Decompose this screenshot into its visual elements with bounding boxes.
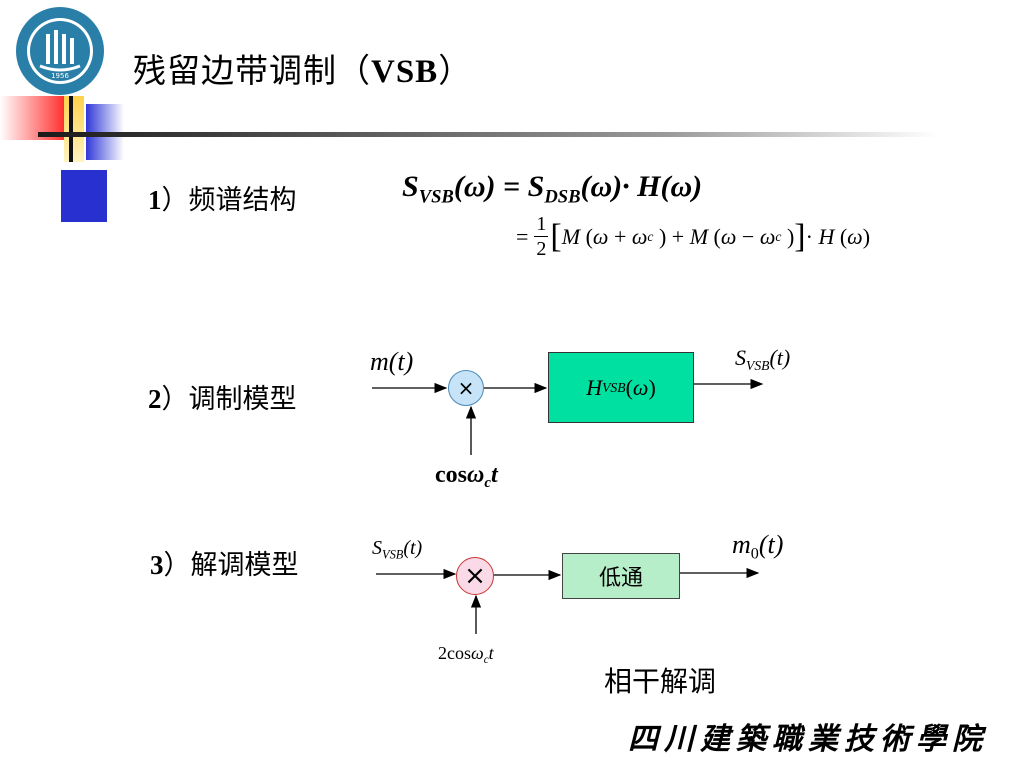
title-latin: VSB <box>371 54 439 90</box>
mod-multiplier-symbol: × <box>457 376 475 400</box>
school-logo: 1956 <box>16 7 104 95</box>
title-close: ） <box>438 51 473 90</box>
section-2-num: 2 <box>148 384 162 414</box>
demod-carrier-label: 2cosωct <box>438 643 494 666</box>
section-2-label: 2）调制模型 <box>148 377 297 416</box>
section-3-label: 3）解调模型 <box>150 543 299 582</box>
mod-carrier-label: cosωct <box>435 462 498 492</box>
mod-output-label: SVSB(t) <box>735 345 791 373</box>
section-3-num: 3 <box>150 550 164 580</box>
coherent-demod-note: 相干解调 <box>604 665 717 698</box>
demod-input-label: SVSB(t) <box>372 537 423 562</box>
demod-multiplier: × <box>456 557 494 595</box>
deco-vertical-line <box>69 96 73 162</box>
section-3-text: ）解调模型 <box>163 550 299 581</box>
mod-input-label: m(t) <box>370 347 414 376</box>
slide-title: 残留边带调制（VSB） <box>133 44 472 92</box>
mod-multiplier: × <box>448 370 484 406</box>
section-1-num: 1 <box>148 185 162 215</box>
school-name: 四川建築職業技術學院 <box>628 722 988 757</box>
title-chinese: 残留边带调制（ <box>133 51 371 90</box>
lowpass-block: 低通 <box>562 553 680 599</box>
header-decoration <box>0 96 938 222</box>
section-2-text: ）调制模型 <box>161 384 297 415</box>
section-1-label: 1）频谱结构 <box>148 178 297 217</box>
deco-blue-block <box>61 170 107 222</box>
formula-line-1: SVSB(ω) = SDSB(ω)· H(ω) <box>402 170 703 208</box>
header-rule <box>38 132 938 137</box>
section-1-text: ）频谱结构 <box>161 185 297 216</box>
demod-multiplier-symbol: × <box>464 561 486 591</box>
logo-year: 1956 <box>51 72 69 80</box>
lowpass-label: 低通 <box>598 566 643 591</box>
demod-output-label: m0(t) <box>732 530 784 563</box>
